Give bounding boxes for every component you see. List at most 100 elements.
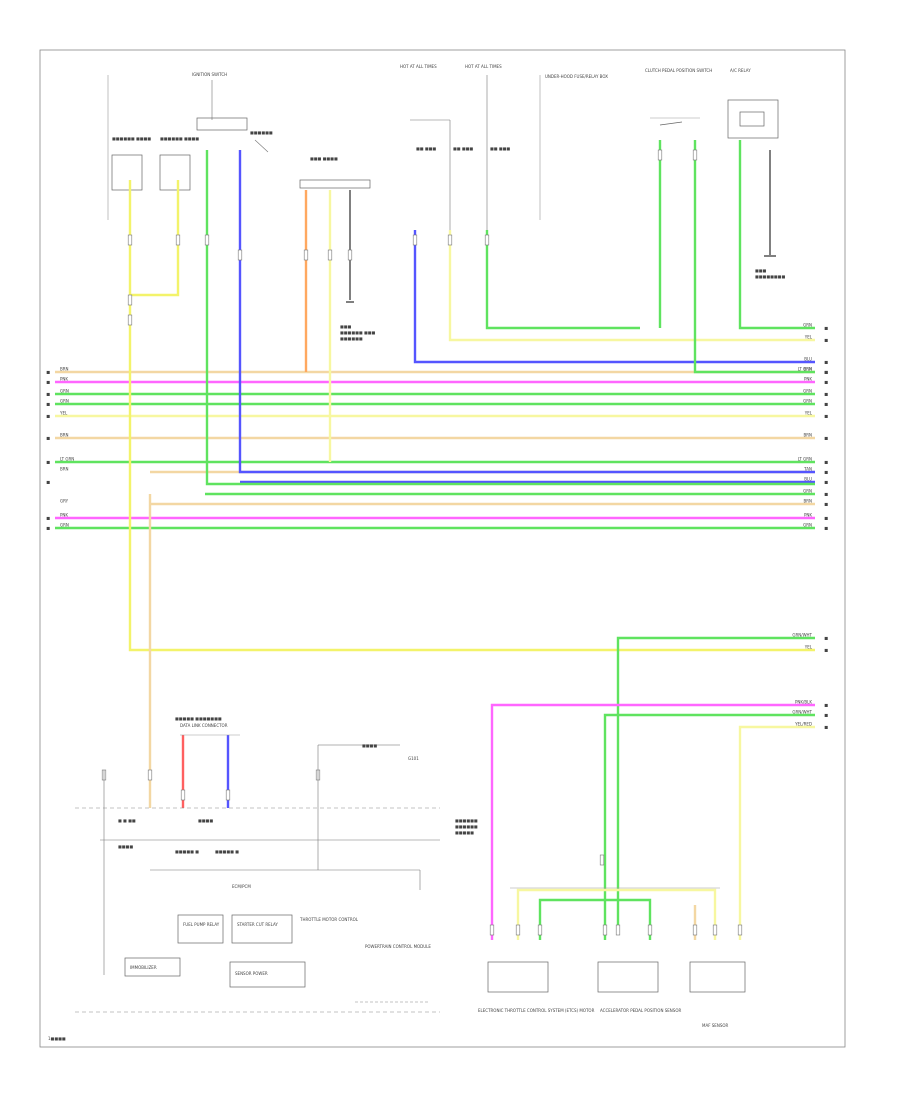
fuse-area: HOT AT ALL TIMES HOT AT ALL TIMES ■■ ■■■… (400, 64, 608, 240)
bus-10-right-label: GRN (803, 489, 812, 494)
left-pin: ■ (46, 436, 50, 441)
svg-text:■■■■■ ■: ■■■■■ ■ (175, 849, 199, 854)
throttle-actuator-label: ELECTRONIC THROTTLE CONTROL SYSTEM (ETCS… (478, 1008, 595, 1013)
svg-text:■■■■■■: ■■■■■■ (455, 818, 478, 823)
accel-pedal-sensor-label: ACCELERATOR PEDAL POSITION SENSOR (600, 1008, 681, 1013)
bus-1-right-label: BRN (803, 367, 812, 372)
wire-connector (737, 924, 743, 936)
lower-right-label-1: YEL (804, 645, 813, 650)
wire-connector (692, 149, 698, 161)
dlc-label: DATA LINK CONNECTOR (180, 723, 228, 728)
fuse-yellow (448, 230, 815, 342)
bus-12-right-label: PNK (804, 513, 812, 518)
ecm-title: ECM/PCM (232, 884, 251, 889)
ecm-box2-label: STARTER CUT RELAY (237, 922, 278, 927)
bus-12-pin: ■ (824, 516, 828, 521)
wire-connector (537, 924, 543, 936)
top-right-label-3: LT GRN (798, 367, 812, 372)
bus-3-right-label: GRN (803, 389, 812, 394)
bus-1-left-label: BRN (60, 367, 69, 372)
wire-connector (692, 924, 698, 936)
wire-connector (489, 924, 495, 936)
bus-13-left-label: GRN (60, 523, 69, 528)
sensor-green (538, 898, 652, 940)
bus-2-right-label: PNK (804, 377, 812, 382)
left-pin: ■ (46, 480, 50, 485)
bus-8-right-label: TAN (803, 467, 812, 472)
svg-text:■■■■■■: ■■■■■■ (340, 336, 363, 341)
sensor-yellow (516, 888, 717, 940)
svg-text:■■■■: ■■■■ (198, 818, 213, 823)
ecm-side-note: POWERTRAIN CONTROL MODULE (365, 944, 431, 949)
wire-group (55, 140, 815, 940)
wire-connector (615, 924, 621, 936)
ign-blue-drop (238, 150, 815, 474)
svg-text:■■■■■■: ■■■■■■ (455, 824, 478, 829)
wire-connector (447, 234, 453, 246)
hot-at-all-times-label-2: HOT AT ALL TIMES (465, 64, 502, 69)
ign-green-drop (205, 150, 815, 486)
bus-13-pin: ■ (824, 526, 828, 531)
top-right-pin-3: ■ (824, 370, 828, 375)
lower-right-label-4: YEL/RED (794, 722, 812, 727)
wire-connector (175, 234, 181, 246)
wire-connector (327, 249, 333, 261)
ecm-area: ■■■■■ ■■■■■■■ DATA LINK CONNECTOR ■■■■■ … (75, 716, 478, 1013)
bus-5-pin: ■ (824, 414, 828, 419)
top-right-components: CLUTCH PEDAL POSITION SWITCH A/C RELAY ■… (645, 68, 785, 279)
bus-8-left-label: BRN (60, 467, 69, 472)
svg-text:■■ ■■■: ■■ ■■■ (490, 146, 510, 151)
ignition-switch-area: IGNITION SWITCH ■■■■■■ ■■■■ ■■■■■■ ■■■■ … (107, 72, 376, 341)
lower-right-pin-0: ■ (824, 636, 828, 641)
left-pin: ■ (46, 414, 50, 419)
wire-connector (204, 234, 210, 246)
bus-6-right-label: BRN (803, 433, 812, 438)
wire-connector (147, 769, 153, 781)
lower-right-label-0: GRN/WHT (792, 633, 812, 638)
wire-connector (225, 789, 231, 801)
left-pin: ■ (46, 402, 50, 407)
lower-right-pin-4: ■ (824, 725, 828, 730)
top-right-pin-1: ■ (824, 338, 828, 343)
bus-4-right-label: GRN (803, 399, 812, 404)
bus-7-right-label: LT GRN (798, 457, 812, 462)
left-pin: ■ (46, 460, 50, 465)
bus-1-pin: ■ (824, 370, 828, 375)
bus-7-pin: ■ (824, 460, 828, 465)
wire-connector (484, 234, 490, 246)
g101-label: G101 (408, 756, 419, 761)
bus-5-left-label: YEL (59, 411, 68, 416)
lower-green (616, 636, 815, 930)
fuse-blue (413, 230, 815, 364)
wire-connector (303, 249, 309, 261)
bus-5-right-label: YEL (804, 411, 813, 416)
bus-11-left-label: GRY (60, 499, 69, 504)
top-right-label-0: GRN (803, 323, 812, 328)
bus-2-left-label: PNK (60, 377, 68, 382)
bus-3-left-label: GRN (60, 389, 69, 394)
wire-connector (237, 249, 243, 261)
svg-text:■■■■■ ■■■■■■■: ■■■■■ ■■■■■■■ (175, 716, 222, 721)
underhood-fuse-box-label: UNDER-HOOD FUSE/RELAY BOX (545, 74, 608, 79)
top-right-pin-2: ■ (824, 360, 828, 365)
svg-text:■■■■: ■■■■ (118, 844, 133, 849)
fuse-green (485, 230, 640, 330)
wire-connector (712, 924, 718, 936)
ac-relay-label: A/C RELAY (730, 68, 751, 73)
svg-text:■■ ■■■: ■■ ■■■ (416, 146, 436, 151)
ign-feed-yellow-2 (130, 180, 180, 297)
bus-4-left-label: GRN (60, 399, 69, 404)
bus-7-left-label: LT GRN (60, 457, 74, 462)
bus-label-group: BRN BRN ■ PNK PNK ■ GRN GRN ■ GRN GRN ■ YEL YEL ■ BRN BR… (46, 323, 828, 730)
lower-right-label-2: PNK/BLK (795, 700, 812, 705)
sensor-area: ELECTRONIC THROTTLE CONTROL SYSTEM (ETCS… (478, 887, 746, 1028)
wire-connector (127, 234, 133, 246)
bus-11-right-label: BRN (803, 499, 812, 504)
ignition-switch-label: IGNITION SWITCH (192, 72, 227, 77)
svg-text:■■■ ■■■■: ■■■ ■■■■ (310, 156, 338, 161)
lower-right-label-3: GRN/WHT (792, 710, 812, 715)
svg-text:■■■■■■ ■■■: ■■■■■■ ■■■ (340, 330, 376, 335)
wire-connector (515, 924, 521, 936)
